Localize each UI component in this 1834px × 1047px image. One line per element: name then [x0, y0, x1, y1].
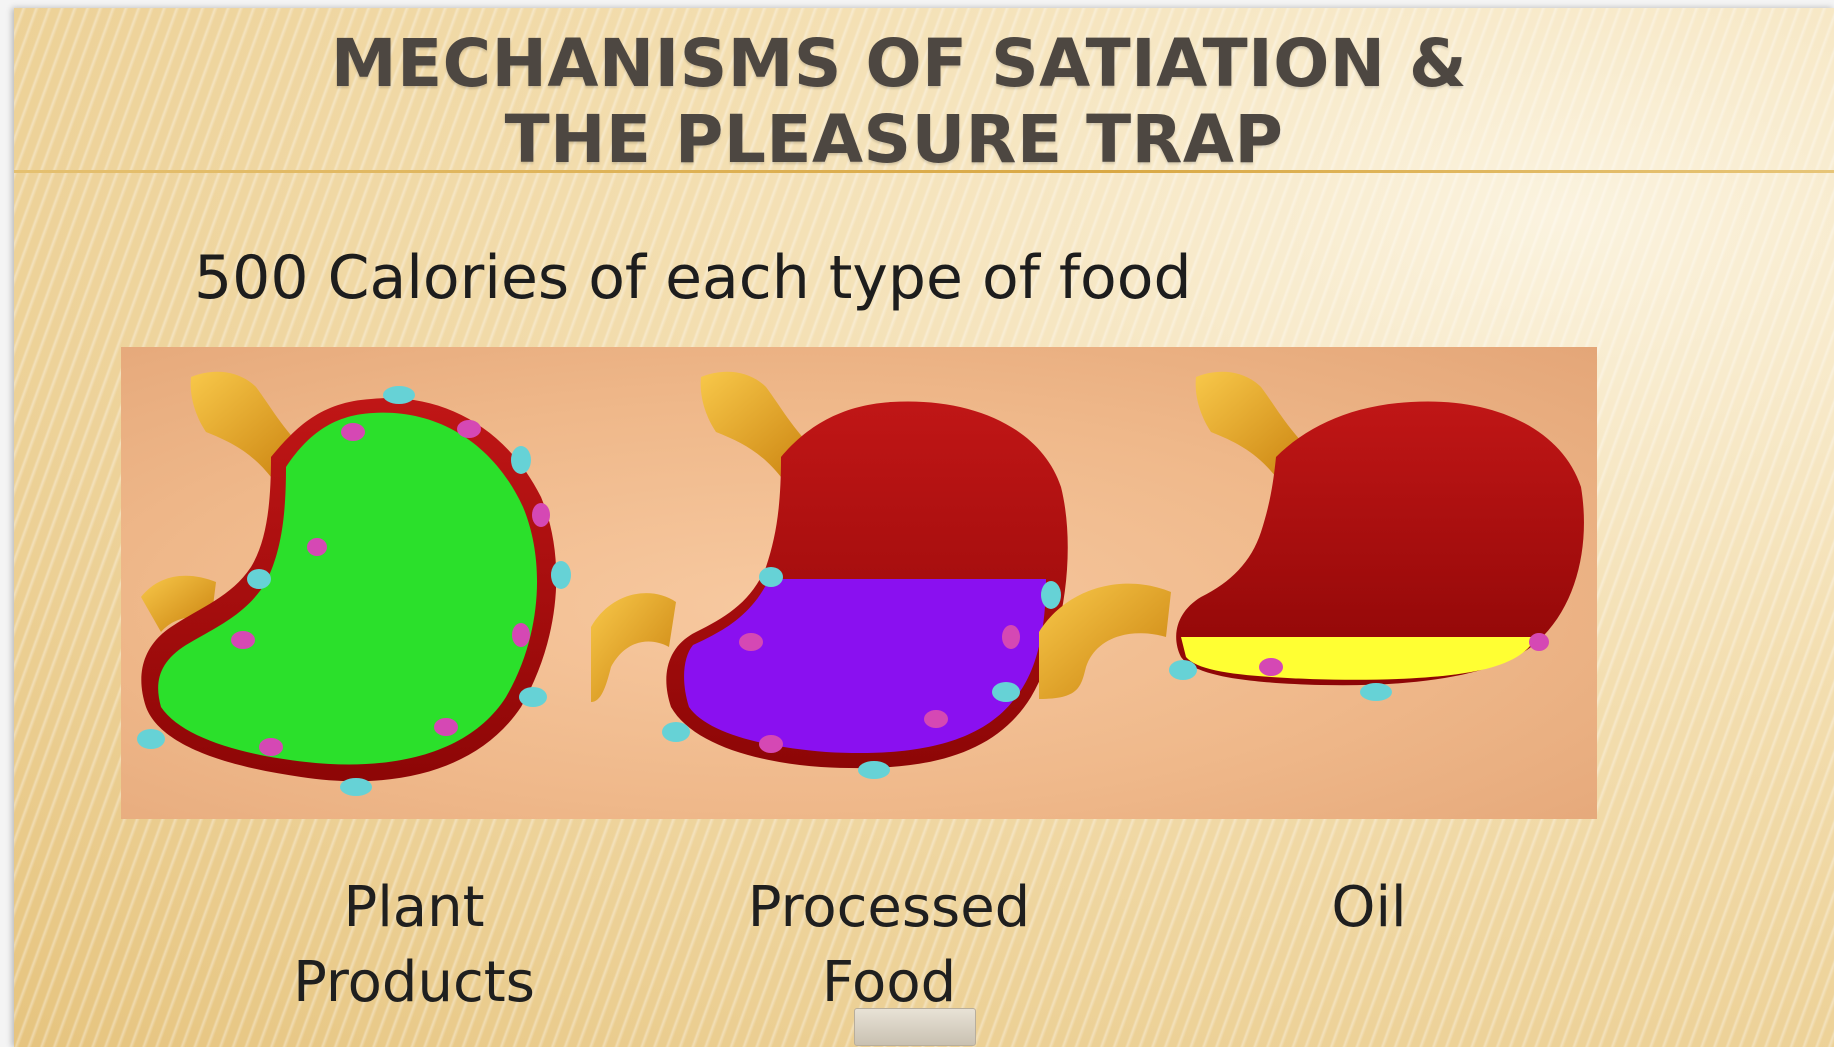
stomach-diagram [121, 347, 1597, 819]
title-line-2: THE PLEASURE TRAP [0, 102, 1834, 178]
label-plant-line2: Products [214, 945, 614, 1020]
label-oil: Oil [1284, 870, 1454, 945]
slide-subtitle: 500 Calories of each type of food [194, 243, 1192, 313]
title-line-1: MECHANISMS OF SATIATION & [0, 26, 1834, 102]
slide-navigation-tab[interactable] [854, 1008, 976, 1046]
stomach-plant-products [137, 372, 571, 796]
stomach-illustration [121, 347, 1597, 819]
stomach-oil [1039, 372, 1584, 701]
label-plant-line1: Plant [214, 870, 614, 945]
slide-title: MECHANISMS OF SATIATION & THE PLEASURE T… [14, 26, 1834, 178]
stomach-processed-food [591, 372, 1068, 779]
stomach-contents-oil [1181, 637, 1536, 680]
label-processed-line1: Processed [664, 870, 1114, 945]
duodenum-icon [591, 593, 676, 702]
slide: MECHANISMS OF SATIATION & THE PLEASURE T… [14, 8, 1834, 1047]
label-processed-food: Processed Food [664, 870, 1114, 1020]
label-oil-line1: Oil [1284, 870, 1454, 945]
title-divider [14, 170, 1834, 173]
label-plant-products: Plant Products [214, 870, 614, 1020]
